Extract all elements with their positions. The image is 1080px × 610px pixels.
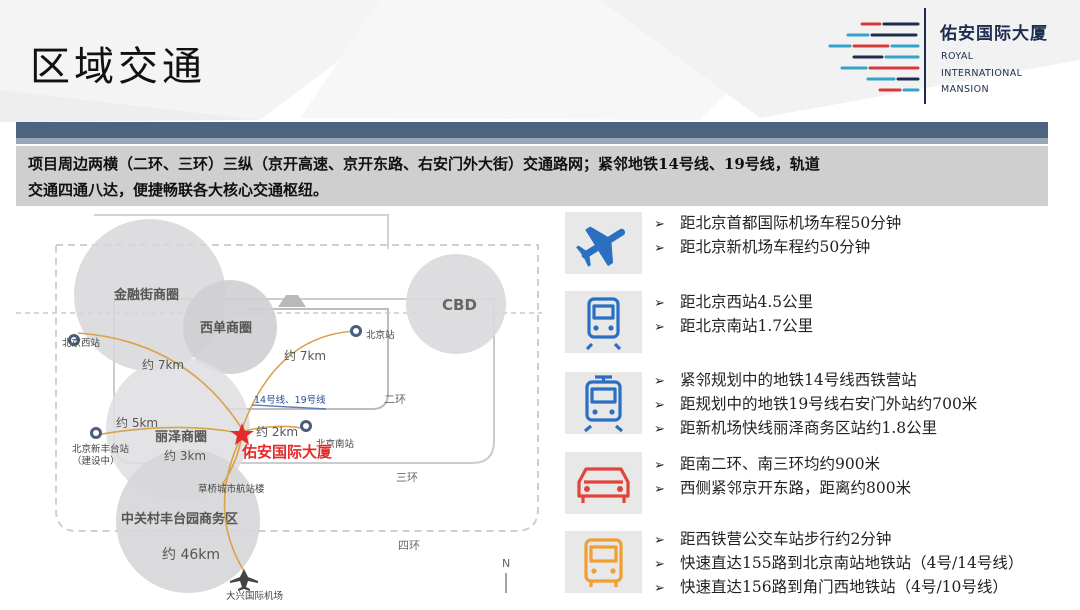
transport-text: 距南二环、南三环均约900米 <box>680 455 881 473</box>
ring-road-2 <box>226 308 389 410</box>
transport-map: 金融街商圈 西单商圈 CBD 丽泽商圈 中关村丰台园商务区 北京西站 北京站 北… <box>16 214 542 602</box>
transport-line: ➢ 距北京南站1.7公里 <box>654 315 813 339</box>
station-label-daxing-airport: 大兴国际机场 <box>226 590 283 602</box>
route-to-beijing-west <box>77 332 243 430</box>
brand-english-line: MANSION <box>941 84 990 95</box>
brand-english-name: ROYAL INTERNATIONAL MANSION <box>941 49 1071 99</box>
transport-text: 距北京首都国际机场车程50分钟 <box>680 214 902 232</box>
bullet-icon: ➢ <box>654 217 665 232</box>
train-icon <box>565 291 642 353</box>
bullet-icon: ➢ <box>654 320 665 335</box>
distance-label: 约 46km <box>162 547 220 563</box>
ring-road-3 <box>94 214 389 249</box>
project-star-icon <box>230 423 254 445</box>
bullet-icon: ➢ <box>654 533 665 548</box>
ring-road-4 <box>55 244 539 532</box>
distance-label: 约 2km <box>256 424 298 439</box>
intro-line: 项目周边两横（二环、三环）三纵（京开高速、京开东路、右安门外大街）交通路网；紧邻… <box>28 155 820 173</box>
station-label-beijing: 北京站 <box>366 329 395 341</box>
transport-line: ➢ 快速直达155路到北京南站地铁站（4号/14号线） <box>654 552 1023 576</box>
distance-label: 约 7km <box>142 357 184 372</box>
airport-plane-icon <box>230 569 258 591</box>
transport-text: 距北京西站4.5公里 <box>680 293 814 311</box>
transport-list-rail: ➢ 距北京西站4.5公里 ➢ 距北京南站1.7公里 <box>654 291 813 339</box>
bullet-icon: ➢ <box>654 458 665 473</box>
metro-line <box>251 404 327 410</box>
car-icon <box>565 452 642 514</box>
transport-text: 快速直达156路到角门西地铁站（4号/10号线） <box>680 578 1008 596</box>
intro-text-box: 项目周边两横（二环、三环）三纵（京开高速、京开东路、右安门外大街）交通路网；紧邻… <box>16 146 1048 206</box>
transport-list-bus: ➢ 距西铁营公交车站步行约2分钟 ➢ 快速直达155路到北京南站地铁站（4号/14号… <box>654 528 1023 600</box>
ring-label-2: 二环 <box>384 393 406 406</box>
station-label-caoqiao: 草桥城市航站楼 <box>198 483 265 495</box>
transport-text: 距北京南站1.7公里 <box>680 317 814 335</box>
ring-label-4: 四环 <box>398 539 420 552</box>
transport-text: 距西铁营公交车站步行约2分钟 <box>680 530 892 548</box>
page-title: 区域交通 <box>30 44 206 90</box>
distance-label: 约 5km <box>116 415 158 430</box>
transport-text: 距规划中的地铁19号线右安门外站约700米 <box>680 395 978 413</box>
north-label: N <box>502 557 510 570</box>
district-cbd <box>406 254 506 354</box>
district-label-xidan: 西单商圈 <box>200 320 252 336</box>
transport-list-road: ➢ 距南二环、南三环均约900米 ➢ 西侧紧邻京开东路，距离约800米 <box>654 453 911 501</box>
bullet-icon: ➢ <box>654 557 665 572</box>
bullet-icon: ➢ <box>654 374 665 389</box>
bullet-icon: ➢ <box>654 296 665 311</box>
brand-logo <box>828 8 926 104</box>
bullet-icon: ➢ <box>654 241 665 256</box>
route-to-fengtai <box>95 426 241 436</box>
transport-line: ➢ 距北京新机场车程约50分钟 <box>654 236 901 260</box>
district-label-cbd: CBD <box>442 296 477 314</box>
transport-text: 距新机场快线丽泽商务区站约1.8公里 <box>680 419 938 437</box>
bullet-icon: ➢ <box>654 581 665 596</box>
district-label-jinrongjie: 金融街商圈 <box>113 287 179 303</box>
transport-text: 距北京新机场车程约50分钟 <box>680 238 871 256</box>
brand-english-line: ROYAL <box>941 51 974 62</box>
station-label-beijing-south: 北京南站 <box>316 438 355 450</box>
station-label-beijing-west: 北京西站 <box>62 337 101 349</box>
transport-line: ➢ 紧邻规划中的地铁14号线西铁营站 <box>654 369 977 393</box>
station-label-fengtai-note: （建设中） <box>72 455 120 467</box>
bullet-icon: ➢ <box>654 398 665 413</box>
airplane-icon <box>565 212 642 274</box>
transport-line: ➢ 距西铁营公交车站步行约2分钟 <box>654 528 1023 552</box>
brand-name: 佑安国际大厦 <box>940 24 1048 44</box>
transport-line: ➢ 距北京首都国际机场车程50分钟 <box>654 212 901 236</box>
transport-line: ➢ 距新机场快线丽泽商务区站约1.8公里 <box>654 417 977 441</box>
header-band-accent <box>16 138 1048 144</box>
route-to-daxing <box>223 434 245 572</box>
bus-icon <box>565 531 642 593</box>
transport-line: ➢ 西侧紧邻京开东路，距离约800米 <box>654 477 911 501</box>
district-label-lize: 丽泽商圈 <box>155 429 207 445</box>
intro-line: 交通四通八达，便捷畅联各大核心交通枢纽。 <box>28 181 329 199</box>
distance-label: 约 7km <box>284 348 326 363</box>
transport-text: 快速直达155路到北京南站地铁站（4号/14号线） <box>680 554 1024 572</box>
project-label: 佑安国际大厦 <box>241 443 333 461</box>
district-label-zhongguancun: 中关村丰台园商务区 <box>121 511 238 527</box>
station-label-fengtai: 北京新丰台站 <box>72 443 130 455</box>
bullet-icon: ➢ <box>654 422 665 437</box>
transport-list-subway: ➢ 紧邻规划中的地铁14号线西铁营站 ➢ 距规划中的地铁19号线右安门外站约700米… <box>654 369 977 441</box>
brand-english-line: INTERNATIONAL <box>941 67 1023 79</box>
transport-line: ➢ 距规划中的地铁19号线右安门外站约700米 <box>654 393 977 417</box>
transport-text: 西侧紧邻京开东路，距离约800米 <box>680 479 912 497</box>
distance-label: 约 3km <box>164 448 206 463</box>
district-zhongguancun <box>116 449 260 593</box>
district-xidan <box>183 280 277 374</box>
route-to-beijing-station <box>241 330 357 430</box>
transport-list-air: ➢ 距北京首都国际机场车程50分钟 ➢ 距北京新机场车程约50分钟 <box>654 212 901 260</box>
tiananmen-icon <box>278 295 306 307</box>
transport-line: ➢ 距北京西站4.5公里 <box>654 291 813 315</box>
ring-label-3: 三环 <box>396 471 418 484</box>
transport-line: ➢ 距南二环、南三环均约900米 <box>654 453 911 477</box>
header-band <box>16 122 1048 138</box>
bullet-icon: ➢ <box>654 482 665 497</box>
transport-text: 紧邻规划中的地铁14号线西铁营站 <box>680 371 917 389</box>
metro-label: 14号线、19号线 <box>254 394 326 406</box>
subway-icon <box>565 372 642 434</box>
transport-line: ➢ 快速直达156路到角门西地铁站（4号/10号线） <box>654 576 1023 600</box>
